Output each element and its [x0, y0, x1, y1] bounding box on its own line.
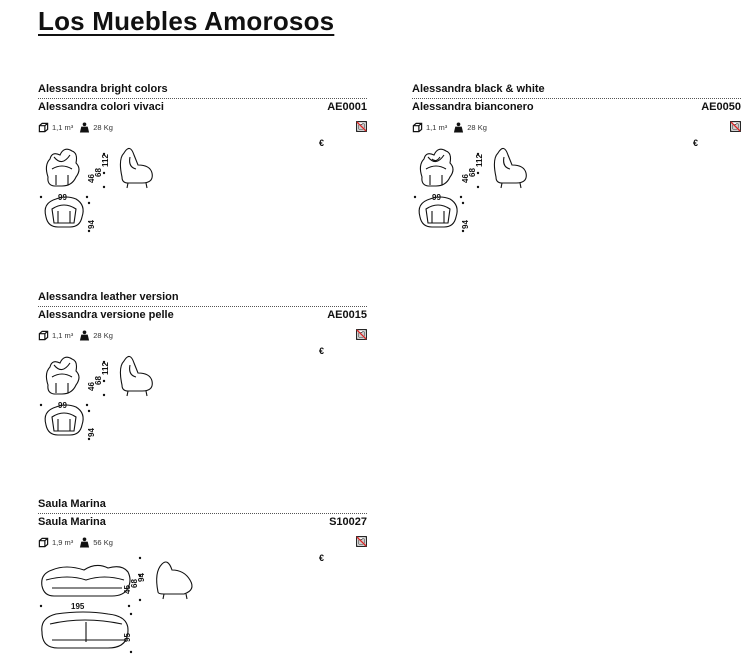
dim-depth: 94	[87, 220, 96, 229]
product-code: AE0015	[327, 309, 367, 321]
product-name-it: Alessandra colori vivaci	[38, 101, 164, 113]
no-image-icon	[356, 121, 367, 132]
product-code: AE0001	[327, 101, 367, 113]
box-icon	[38, 330, 49, 341]
volume-value: 1,1 m³	[426, 122, 448, 132]
price-symbol: €	[319, 138, 325, 148]
dim-seat-height: 46	[87, 174, 96, 183]
product-name-en: Alessandra black & white	[412, 83, 545, 95]
product-name-it: Alessandra bianconero	[412, 101, 534, 113]
dim-arm-height: 68	[130, 579, 139, 588]
dim-seat-height: 45	[123, 585, 132, 594]
product-card-ae0001: Alessandra bright colors Alessandra colo…	[38, 83, 367, 243]
product-code: AE0050	[701, 101, 741, 113]
dim-arm-height: 68	[468, 168, 477, 177]
box-icon	[38, 122, 49, 133]
dim-seat-height: 46	[87, 382, 96, 391]
product-name-it: Alessandra versione pelle	[38, 309, 174, 321]
product-name-it: Saula Marina	[38, 516, 106, 528]
armchair-dimension-drawing: 46 68 112 99 94	[38, 137, 218, 247]
dim-arm-height: 68	[94, 376, 103, 385]
no-image-icon	[356, 536, 367, 547]
armchair-dimension-drawing: 46 68 112 99 94	[38, 345, 218, 455]
dim-depth: 95	[123, 633, 132, 642]
product-card-ae0050: Alessandra black & white Alessandra bian…	[412, 83, 741, 243]
product-specs: 1,1 m³ 28 Kg	[412, 120, 493, 134]
weight-icon	[79, 329, 90, 341]
weight-value: 28 Kg	[467, 122, 487, 132]
dim-depth: 94	[461, 220, 470, 229]
product-name-en: Alessandra leather version	[38, 291, 179, 303]
volume-value: 1,1 m³	[52, 330, 74, 340]
dim-width: 99	[432, 193, 441, 202]
armchair-dimension-drawing: 46 68 112 99 94	[412, 137, 592, 247]
product-specs: 1,1 m³ 28 Kg	[38, 328, 119, 342]
product-name-en: Alessandra bright colors	[38, 83, 168, 95]
weight-icon	[79, 536, 90, 548]
box-icon	[412, 122, 423, 133]
product-specs: 1,9 m³ 56 Kg	[38, 535, 119, 549]
product-card-s10027: Saula Marina Saula Marina S10027 1,9 m³ …	[38, 498, 367, 658]
sofa-dimension-drawing: 45 68 94 195 95	[38, 552, 238, 668]
volume-value: 1,1 m³	[52, 122, 74, 132]
product-code: S10027	[329, 516, 367, 528]
product-specs: 1,1 m³ 28 Kg	[38, 120, 119, 134]
dim-width: 195	[71, 602, 85, 611]
weight-icon	[453, 121, 464, 133]
product-name-en: Saula Marina	[38, 498, 106, 510]
dim-depth: 94	[87, 428, 96, 437]
box-icon	[38, 537, 49, 548]
product-card-ae0015: Alessandra leather version Alessandra ve…	[38, 291, 367, 451]
dotted-divider	[412, 98, 741, 99]
dotted-divider	[38, 306, 367, 307]
dotted-divider	[38, 513, 367, 514]
price-symbol: €	[319, 346, 325, 356]
weight-icon	[79, 121, 90, 133]
price-symbol: €	[693, 138, 699, 148]
dim-arm-height: 68	[94, 168, 103, 177]
no-image-icon	[730, 121, 741, 132]
dim-total-height: 94	[137, 573, 146, 582]
dim-width: 99	[58, 401, 67, 410]
price-symbol: €	[319, 553, 325, 563]
no-image-icon	[356, 329, 367, 340]
page-title: Los Muebles Amorosos	[38, 6, 335, 36]
dim-total-height: 112	[101, 154, 110, 167]
volume-value: 1,9 m³	[52, 537, 74, 547]
dim-seat-height: 46	[461, 174, 470, 183]
weight-value: 56 Kg	[93, 537, 113, 547]
dim-width: 99	[58, 193, 67, 202]
dim-total-height: 112	[475, 154, 484, 167]
dotted-divider	[38, 98, 367, 99]
dim-total-height: 112	[101, 362, 110, 375]
weight-value: 28 Kg	[93, 122, 113, 132]
weight-value: 28 Kg	[93, 330, 113, 340]
